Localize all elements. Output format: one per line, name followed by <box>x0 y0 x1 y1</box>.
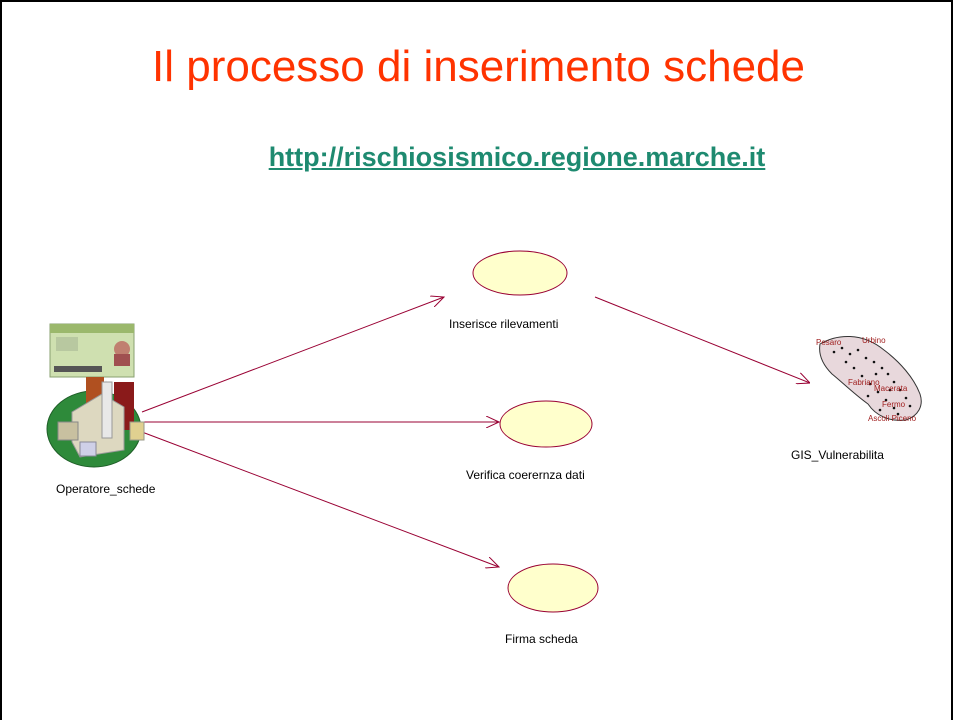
slide-title: Il processo di inserimento schede <box>152 42 805 91</box>
connector-gis <box>594 296 810 383</box>
map-town-label: Fermo <box>882 400 906 409</box>
site-link[interactable]: http://rischiosismico.regione.marche.it <box>268 142 766 172</box>
usecase-firma-label: Firma scheda <box>505 632 578 646</box>
gis-label: GIS_Vulnerabilita <box>791 448 884 462</box>
map-town-label: Urbino <box>862 336 886 345</box>
map-town-label: Macerata <box>874 384 908 393</box>
operator-icon <box>46 323 145 468</box>
map-town-label: Ascoli Piceno <box>868 414 917 423</box>
connector-firma <box>141 431 499 567</box>
usecase-inserisce-ellipse[interactable] <box>472 250 568 296</box>
usecase-verifica-ellipse[interactable] <box>499 400 593 448</box>
map-town-label: Pesaro <box>816 338 842 347</box>
operator-label: Operatore_schede <box>56 482 156 496</box>
usecase-inserisce-label: Inserisce rilevamenti <box>449 317 559 331</box>
usecase-firma-ellipse[interactable] <box>507 563 599 613</box>
map-icon <box>810 332 933 424</box>
usecase-verifica-label: Verifica coerernza dati <box>466 468 585 482</box>
map-town-label: Fabriano <box>848 378 880 387</box>
connector-inserisce <box>141 297 444 413</box>
